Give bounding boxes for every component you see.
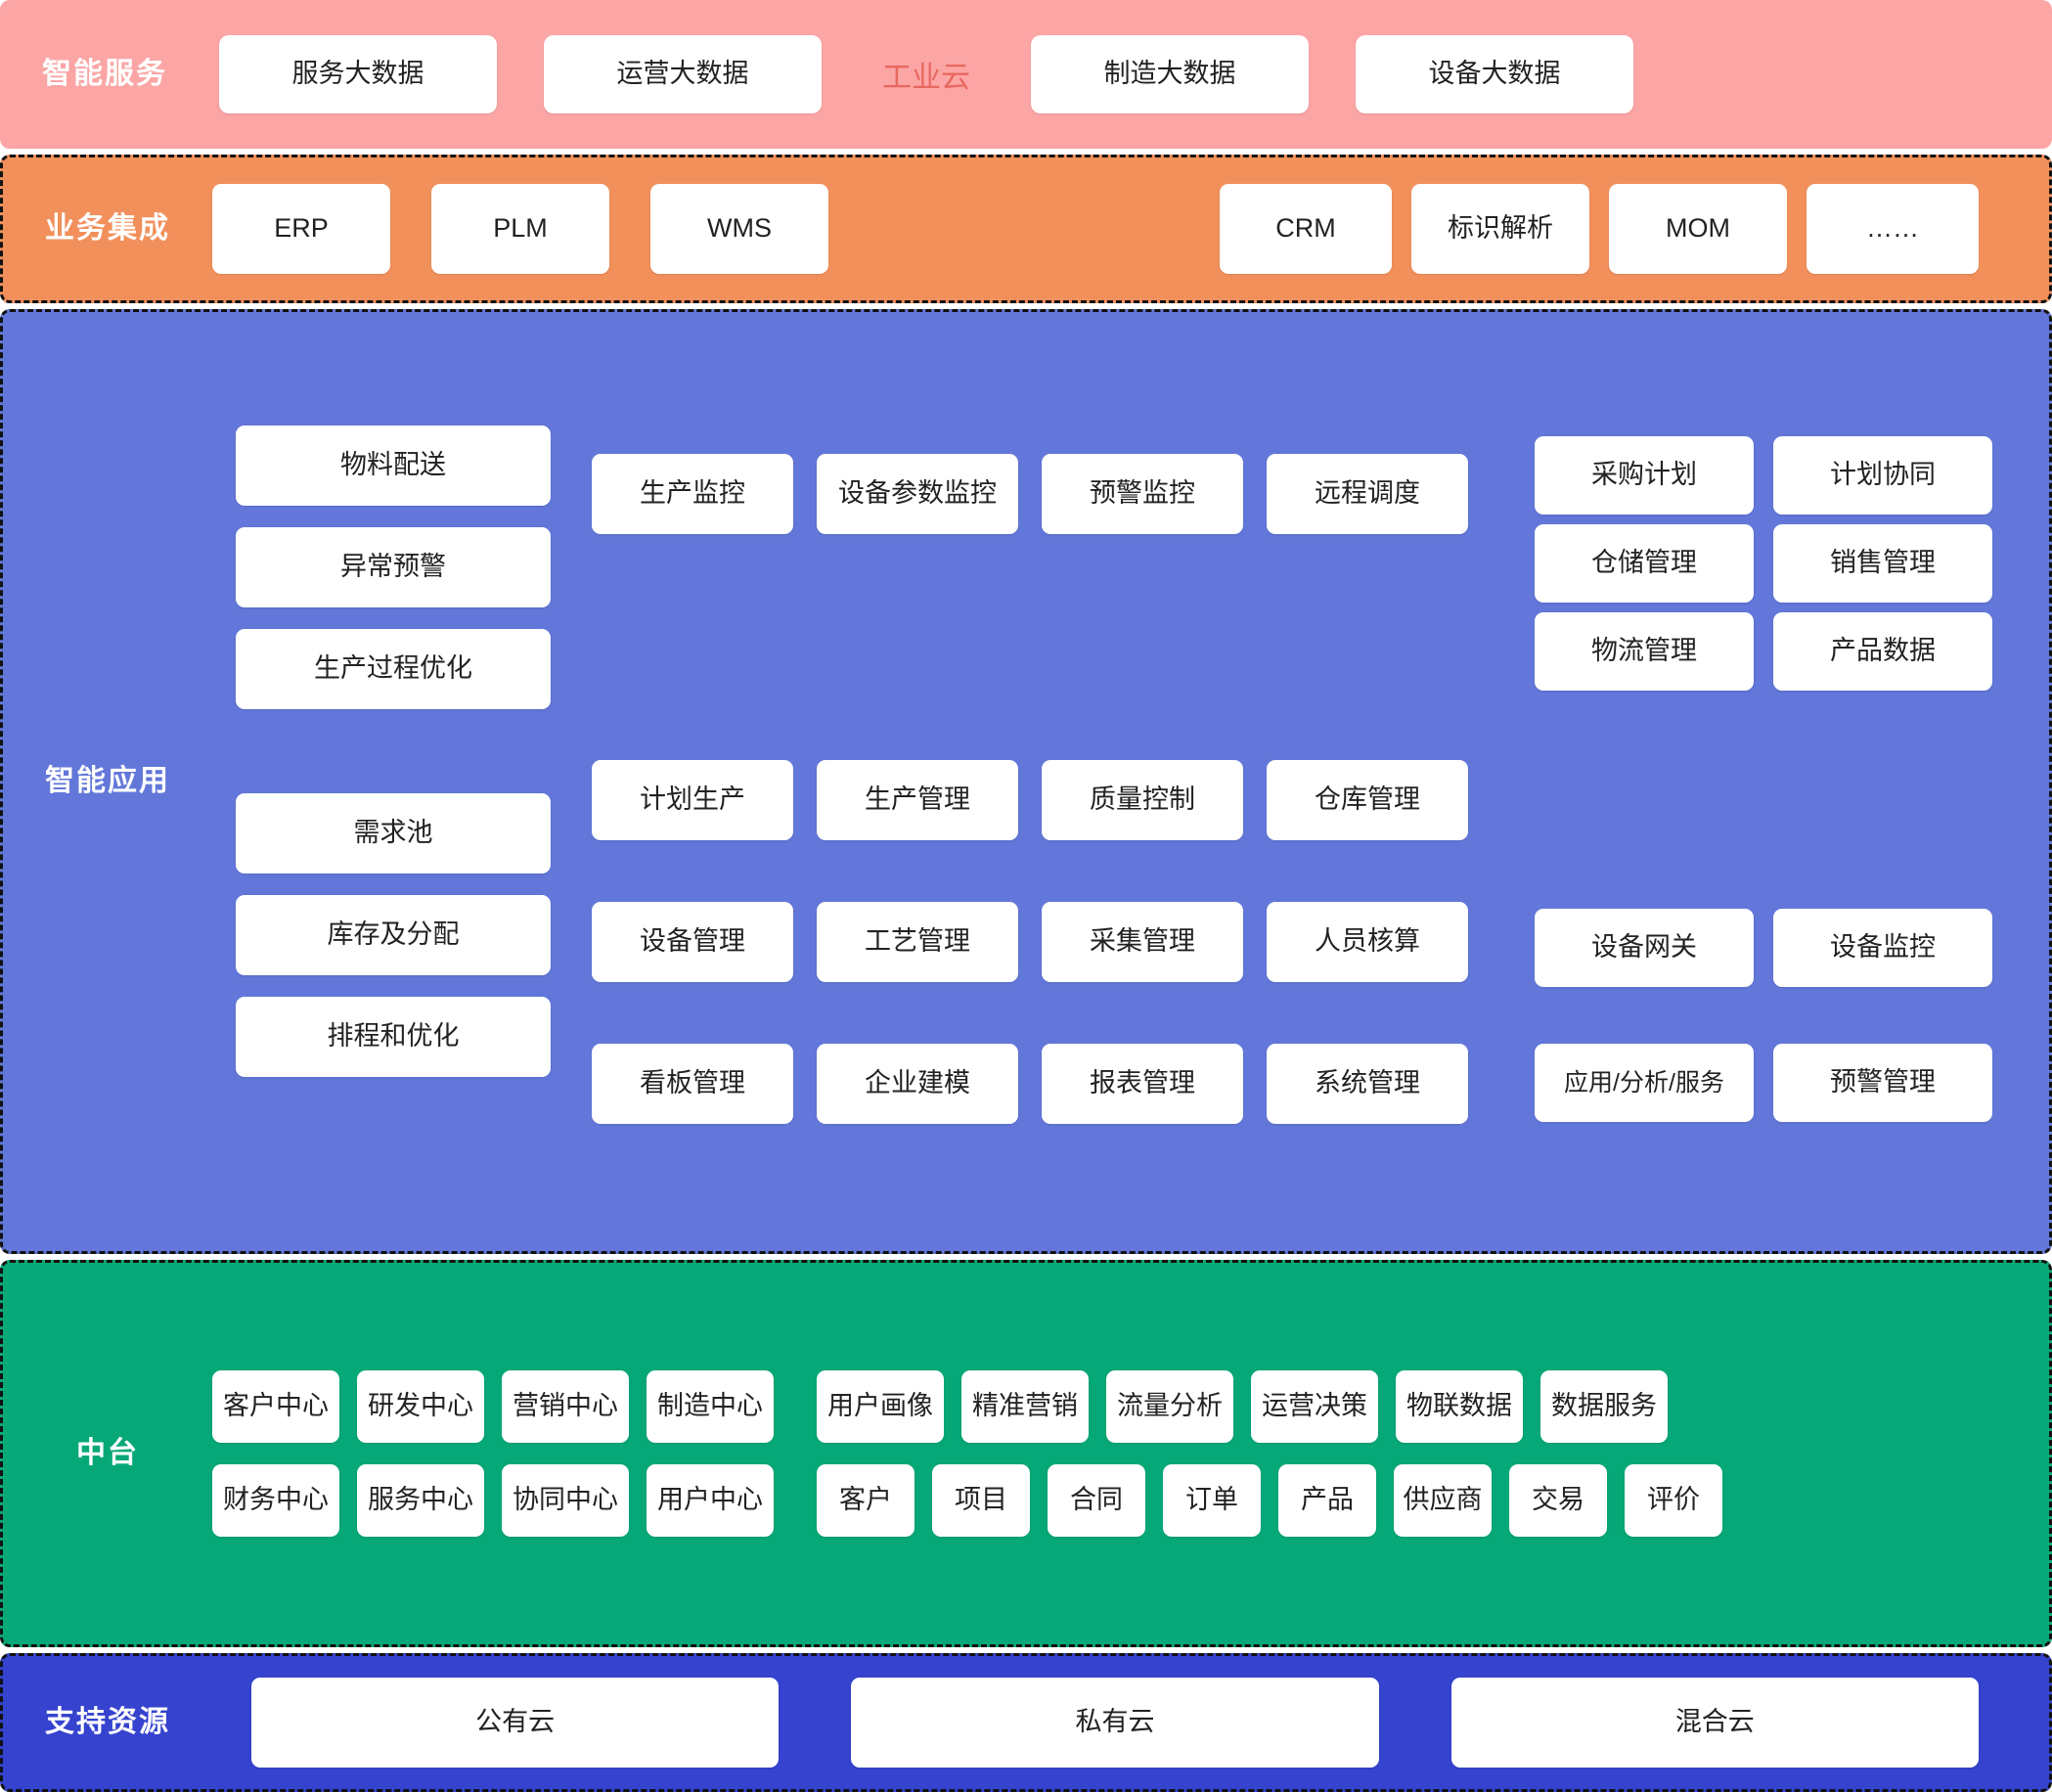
chip-user-center[interactable]: 用户中心	[647, 1464, 774, 1537]
band-body-business-integration: ERP PLM WMS CRM 标识解析 MOM ……	[212, 157, 2049, 300]
chip-report-management[interactable]: 报表管理	[1042, 1044, 1243, 1124]
chip-manufacturing-center[interactable]: 制造中心	[647, 1370, 774, 1443]
chip-inventory-allocation[interactable]: 库存及分配	[236, 895, 551, 975]
chip-more[interactable]: ……	[1807, 184, 1979, 274]
chip-process-management[interactable]: 工艺管理	[817, 902, 1018, 982]
chip-equipment-gateway[interactable]: 设备网关	[1535, 909, 1754, 987]
chip-public-cloud[interactable]: 公有云	[251, 1678, 780, 1768]
band-label-intelligent-service: 智能服务	[42, 58, 167, 90]
chip-user-profile[interactable]: 用户画像	[817, 1370, 944, 1443]
chip-production-monitoring[interactable]: 生产监控	[592, 454, 793, 534]
chip-demand-pool[interactable]: 需求池	[236, 793, 551, 874]
chip-marketing-center[interactable]: 营销中心	[502, 1370, 629, 1443]
band-intelligent-service: 智能服务 服务大数据 运营大数据 工业云 制造大数据 设备大数据	[0, 0, 2052, 149]
chip-system-management[interactable]: 系统管理	[1267, 1044, 1468, 1124]
chip-warehouse-management[interactable]: 仓库管理	[1267, 760, 1468, 840]
chip-private-cloud[interactable]: 私有云	[851, 1678, 1379, 1768]
band-label-middle-platform: 中台	[76, 1437, 139, 1469]
chip-collection-management[interactable]: 采集管理	[1042, 902, 1243, 982]
chip-equipment-monitoring[interactable]: 设备监控	[1773, 909, 1992, 987]
chip-customer-center[interactable]: 客户中心	[212, 1370, 339, 1443]
chip-production-management[interactable]: 生产管理	[817, 760, 1018, 840]
band-intelligent-application: 智能应用 物料配送 异常预警 生产过程优化 需求池 库存及分配 排程和优化 生产…	[0, 309, 2052, 1254]
chip-service-bigdata[interactable]: 服务大数据	[219, 35, 497, 113]
chip-sales-management[interactable]: 销售管理	[1773, 524, 1992, 603]
middle-group-data: 用户画像 精准营销 流量分析 运营决策 物联数据 数据服务 客户 项目 合同 订…	[817, 1370, 1722, 1537]
chip-contract[interactable]: 合同	[1048, 1464, 1145, 1537]
chip-rd-center[interactable]: 研发中心	[357, 1370, 484, 1443]
band-middle-platform: 中台 客户中心 研发中心 营销中心 制造中心 财务中心 服务中心 协同中心 用户…	[0, 1260, 2052, 1647]
chip-project[interactable]: 项目	[932, 1464, 1030, 1537]
chip-customer[interactable]: 客户	[817, 1464, 914, 1537]
band-body-middle-platform: 客户中心 研发中心 营销中心 制造中心 财务中心 服务中心 协同中心 用户中心	[212, 1263, 2049, 1644]
chip-personnel-accounting[interactable]: 人员核算	[1267, 902, 1468, 982]
chip-crm[interactable]: CRM	[1220, 184, 1392, 274]
chip-material-delivery[interactable]: 物料配送	[236, 426, 551, 506]
chip-traffic-analysis[interactable]: 流量分析	[1106, 1370, 1233, 1443]
chip-alarm-monitoring[interactable]: 预警监控	[1042, 454, 1243, 534]
chip-data-service[interactable]: 数据服务	[1540, 1370, 1668, 1443]
label-industrial-cloud: 工业云	[882, 62, 970, 94]
chip-plm[interactable]: PLM	[431, 184, 609, 274]
chip-operation-bigdata[interactable]: 运营大数据	[544, 35, 822, 113]
band-label-business-integration: 业务集成	[45, 212, 170, 245]
chip-equipment-parameter-monitoring[interactable]: 设备参数监控	[817, 454, 1018, 534]
band-support-resource: 支持资源 公有云 私有云 混合云	[0, 1653, 2052, 1792]
chip-erp[interactable]: ERP	[212, 184, 390, 274]
chip-precision-marketing[interactable]: 精准营销	[961, 1370, 1089, 1443]
chip-product[interactable]: 产品	[1278, 1464, 1376, 1537]
band-label-intelligent-application: 智能应用	[45, 765, 170, 797]
chip-warehousing-management[interactable]: 仓储管理	[1535, 524, 1754, 603]
chip-production-process-optimization[interactable]: 生产过程优化	[236, 629, 551, 709]
chip-planned-production[interactable]: 计划生产	[592, 760, 793, 840]
chip-manufacture-bigdata[interactable]: 制造大数据	[1031, 35, 1309, 113]
chip-quality-control[interactable]: 质量控制	[1042, 760, 1243, 840]
chip-equipment-management[interactable]: 设备管理	[592, 902, 793, 982]
chip-operation-decision[interactable]: 运营决策	[1251, 1370, 1378, 1443]
chip-evaluation[interactable]: 评价	[1625, 1464, 1722, 1537]
chip-supplier[interactable]: 供应商	[1394, 1464, 1492, 1537]
chip-mom[interactable]: MOM	[1609, 184, 1787, 274]
chip-application-analysis-service[interactable]: 应用/分析/服务	[1535, 1044, 1754, 1122]
chip-finance-center[interactable]: 财务中心	[212, 1464, 339, 1537]
chip-remote-dispatch[interactable]: 远程调度	[1267, 454, 1468, 534]
chip-equipment-bigdata[interactable]: 设备大数据	[1356, 35, 1633, 113]
chip-procurement-plan[interactable]: 采购计划	[1535, 436, 1754, 515]
chip-wms[interactable]: WMS	[650, 184, 828, 274]
chip-service-center[interactable]: 服务中心	[357, 1464, 484, 1537]
band-body-support-resource: 公有云 私有云 混合云	[212, 1656, 2049, 1789]
chip-alarm-management[interactable]: 预警管理	[1773, 1044, 1992, 1122]
middle-group-centers: 客户中心 研发中心 营销中心 制造中心 财务中心 服务中心 协同中心 用户中心	[212, 1370, 774, 1537]
chip-logistics-management[interactable]: 物流管理	[1535, 612, 1754, 691]
band-business-integration: 业务集成 ERP PLM WMS CRM 标识解析 MOM ……	[0, 155, 2052, 303]
chip-iot-data[interactable]: 物联数据	[1396, 1370, 1523, 1443]
chip-scheduling-optimization[interactable]: 排程和优化	[236, 997, 551, 1077]
chip-plan-collaboration[interactable]: 计划协同	[1773, 436, 1992, 515]
chip-enterprise-modeling[interactable]: 企业建模	[817, 1044, 1018, 1124]
band-body-intelligent-service: 服务大数据 运营大数据 工业云 制造大数据 设备大数据	[209, 0, 2052, 149]
chip-transaction[interactable]: 交易	[1509, 1464, 1607, 1537]
chip-identity-resolution[interactable]: 标识解析	[1411, 184, 1589, 274]
chip-hybrid-cloud[interactable]: 混合云	[1450, 1678, 1979, 1768]
band-label-support-resource: 支持资源	[45, 1706, 170, 1738]
chip-product-data[interactable]: 产品数据	[1773, 612, 1992, 691]
chip-order[interactable]: 订单	[1163, 1464, 1261, 1537]
chip-kanban-management[interactable]: 看板管理	[592, 1044, 793, 1124]
band-body-intelligent-application: 物料配送 异常预警 生产过程优化 需求池 库存及分配 排程和优化 生产监控 设备…	[212, 312, 2049, 1251]
chip-collaboration-center[interactable]: 协同中心	[502, 1464, 629, 1537]
chip-abnormal-alarm[interactable]: 异常预警	[236, 527, 551, 607]
